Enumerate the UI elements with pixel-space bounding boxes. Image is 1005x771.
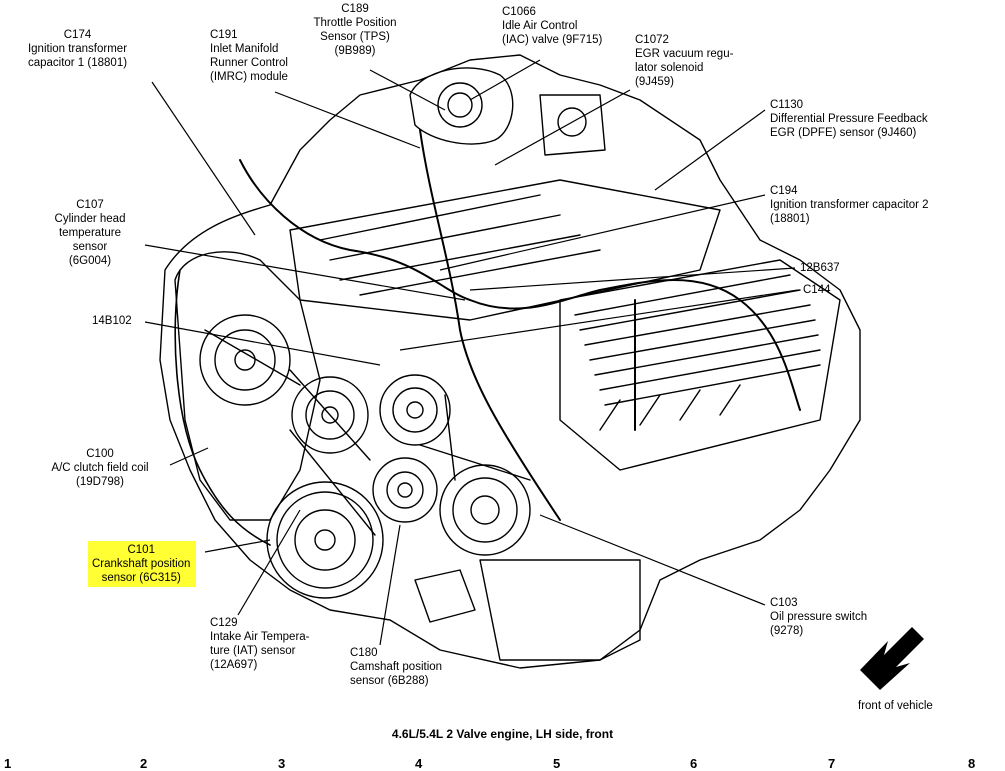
idler-pulley-upper [291,376,369,454]
ruler-mark: 1 [4,756,12,771]
ruler-mark: 6 [690,756,698,771]
timing-cover [174,251,321,521]
front-of-vehicle-label: front of vehicle [858,700,933,712]
oil-filter [414,569,476,623]
ruler-mark: 5 [553,756,561,771]
egr-valve [539,94,606,156]
power-steering-pulley [439,464,531,556]
leader-c180 [379,524,401,646]
crankshaft-pulley [266,481,384,599]
ruler-mark: 7 [828,756,836,771]
throttle-body [409,67,514,145]
label-c144: C144 [803,284,831,296]
wiring-harness [239,159,801,411]
label-14b102: 14B102 [92,315,132,327]
ruler-mark: 4 [415,756,423,771]
alternator-pulley [199,314,291,406]
tensioner-pulley [379,374,451,446]
engine-outline [159,54,861,669]
label-12b637: 12B637 [800,262,840,274]
leader-c194 [439,194,766,271]
leader-c1130 [654,109,766,191]
valve-cover [559,259,841,471]
oil-pan [479,559,641,661]
leader-c1066 [469,59,541,101]
drive-belt [204,329,531,536]
leader-c1072 [494,89,631,166]
leader-14b102 [144,321,381,366]
ruler-mark: 8 [968,756,976,771]
front-arrow-icon [860,627,924,690]
leader-c189 [369,69,446,111]
leader-c144 [399,289,799,351]
leader-c103 [539,514,766,606]
leader-c100 [169,447,209,466]
idler-pulley-lower [372,457,438,523]
ruler-mark: 2 [140,756,148,771]
leader-c101 [204,539,271,553]
leader-c191 [274,91,421,149]
ruler-mark: 3 [278,756,286,771]
leader-c174 [151,81,256,236]
figure-caption: 4.6L/5.4L 2 Valve engine, LH side, front [391,727,614,741]
leader-c107 [144,244,466,301]
leader-c129 [237,509,301,616]
leader-12b637 [469,267,796,291]
